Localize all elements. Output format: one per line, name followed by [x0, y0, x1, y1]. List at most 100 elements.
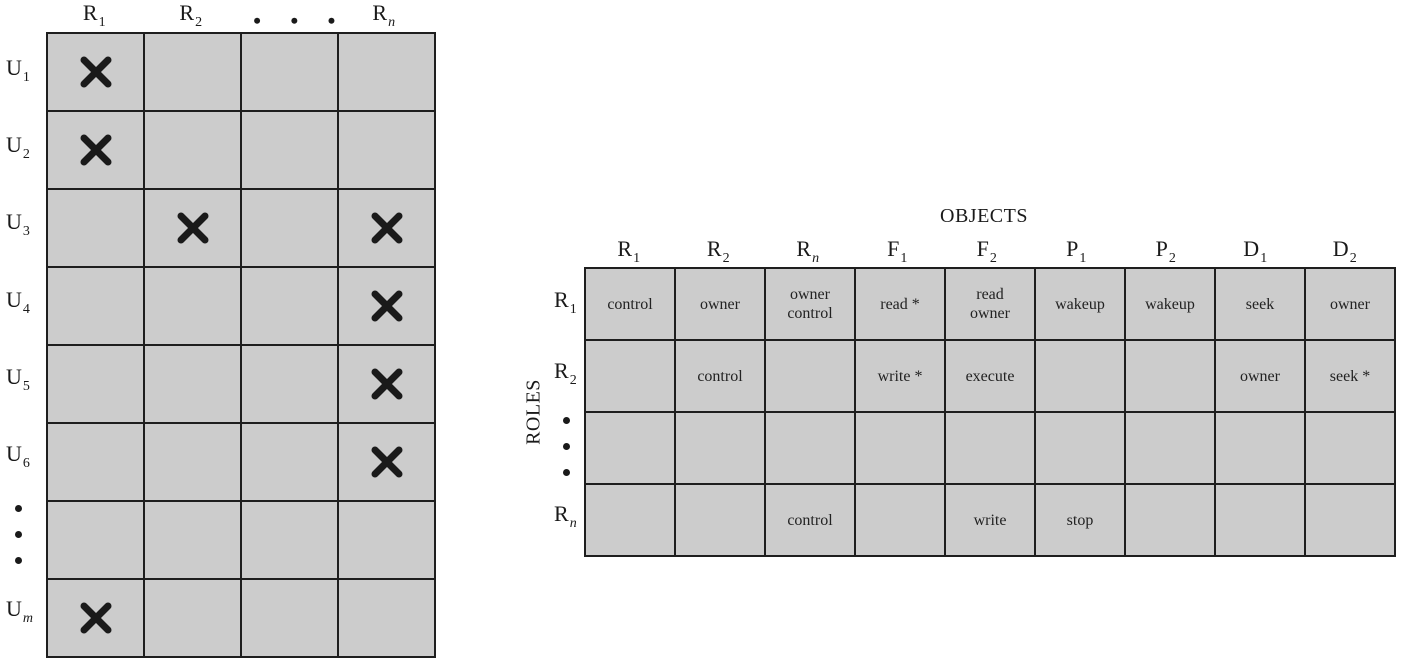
x-mark-icon — [371, 446, 402, 478]
heading-letter: R — [554, 286, 569, 312]
object-column-header: D2 — [1333, 238, 1357, 267]
object-column-header: P2 — [1155, 236, 1176, 267]
matrix-cell — [240, 110, 339, 190]
access-right-text: read * — [880, 295, 920, 313]
access-right-cell — [854, 483, 946, 557]
access-right-text: wakeup — [1055, 295, 1105, 313]
heading-subscript: 1 — [22, 69, 30, 85]
heading-letter: U — [6, 209, 22, 235]
matrix-cell — [240, 500, 339, 580]
matrix-cell — [240, 32, 339, 112]
access-right-text: control — [787, 511, 833, 529]
access-right-cell: read * — [854, 267, 946, 341]
access-right-text: write * — [877, 367, 923, 385]
access-right-cell — [1304, 411, 1396, 485]
matrix-cell — [46, 32, 145, 112]
heading-letter: R — [372, 0, 388, 25]
matrix-row — [46, 188, 436, 268]
access-row: control write * execute owner seek * — [584, 339, 1396, 413]
heading-subscript: 1 — [1260, 251, 1268, 266]
matrix-cell — [240, 266, 339, 346]
matrix-cell — [240, 422, 339, 502]
matrix-cell — [46, 500, 145, 580]
row-ellipsis-dot — [15, 505, 22, 513]
heading-letter: P — [1155, 236, 1168, 261]
heading-subscript: 1 — [98, 15, 106, 30]
access-right-cell: write — [944, 483, 1036, 557]
matrix-row — [46, 344, 436, 424]
access-right-cell — [1304, 483, 1396, 557]
heading-subscript: 2 — [722, 251, 730, 266]
row-header: U5 — [6, 365, 30, 394]
access-right-text: control — [697, 367, 743, 385]
heading-subscript: 1 — [900, 251, 908, 266]
heading-subscript: 2 — [1349, 251, 1357, 266]
matrix-cell — [337, 266, 436, 346]
access-right-cell: owner — [1214, 339, 1306, 413]
x-mark-icon — [371, 290, 402, 322]
matrix-cell — [143, 266, 242, 346]
matrix-cell — [143, 578, 242, 658]
heading-letter: R — [554, 358, 569, 384]
matrix-cell — [143, 344, 242, 424]
matrix-cell — [46, 578, 145, 658]
matrix-cell — [143, 500, 242, 580]
x-mark-icon — [177, 212, 208, 244]
access-right-text: seek * — [1329, 367, 1371, 385]
matrix-cell — [143, 32, 242, 112]
access-right-cell — [854, 411, 946, 485]
access-right-cell: control — [674, 339, 766, 413]
heading-letter: R — [179, 0, 195, 25]
access-right-text: wakeup — [1145, 295, 1195, 313]
object-column-header: D1 — [1243, 236, 1268, 267]
heading-letter: R — [554, 501, 569, 527]
access-right-cell: control — [584, 267, 676, 341]
role-ellipsis-dot — [563, 416, 570, 424]
matrix-cell — [143, 110, 242, 190]
object-column-header: P1 — [1066, 238, 1086, 267]
object-column-header: F1 — [887, 238, 908, 267]
heading-subscript: 4 — [22, 301, 30, 317]
matrix-cell — [337, 344, 436, 424]
access-right-cell — [1214, 483, 1306, 557]
heading-letter: R — [706, 236, 722, 261]
role-row-header: R2 — [554, 358, 577, 389]
access-right-cell: seek * — [1304, 339, 1396, 413]
row-header: Um — [6, 597, 33, 626]
access-right-cell — [584, 411, 676, 485]
roles-label: ROLES — [522, 379, 545, 445]
access-right-cell — [674, 411, 766, 485]
access-right-cell — [1124, 483, 1216, 557]
role-row-header: Rn — [554, 501, 577, 532]
matrix-row — [46, 32, 436, 112]
access-right-text: owner — [1330, 295, 1370, 313]
heading-subscript: n — [812, 251, 820, 266]
objects-title: OBJECTS — [940, 205, 1028, 227]
access-right-cell: write * — [854, 339, 946, 413]
access-right-text: read — [976, 286, 1004, 303]
access-right-text: stop — [1066, 511, 1094, 529]
object-column-header: R1 — [617, 238, 641, 267]
access-right-cell — [764, 411, 856, 485]
x-mark-icon — [371, 212, 402, 244]
heading-subscript: 3 — [22, 224, 30, 240]
row-header: U4 — [6, 288, 30, 317]
matrix-cell — [240, 578, 339, 658]
access-right-text: write — [973, 511, 1007, 529]
heading-subscript: 1 — [633, 251, 641, 266]
access-right-text: control — [787, 305, 833, 322]
access-right-cell: execute — [944, 339, 1036, 413]
access-right-cell — [1214, 411, 1306, 485]
heading-letter: D — [1243, 236, 1260, 261]
matrix-cell — [337, 110, 436, 190]
column-header: R2 — [179, 0, 203, 31]
heading-subscript: 2 — [1168, 251, 1176, 266]
matrix-cell — [337, 500, 436, 580]
matrix-row — [46, 110, 436, 190]
access-right-text: owner — [970, 305, 1010, 322]
heading-subscript: 2 — [195, 15, 203, 30]
access-right-text: owner — [700, 295, 740, 313]
